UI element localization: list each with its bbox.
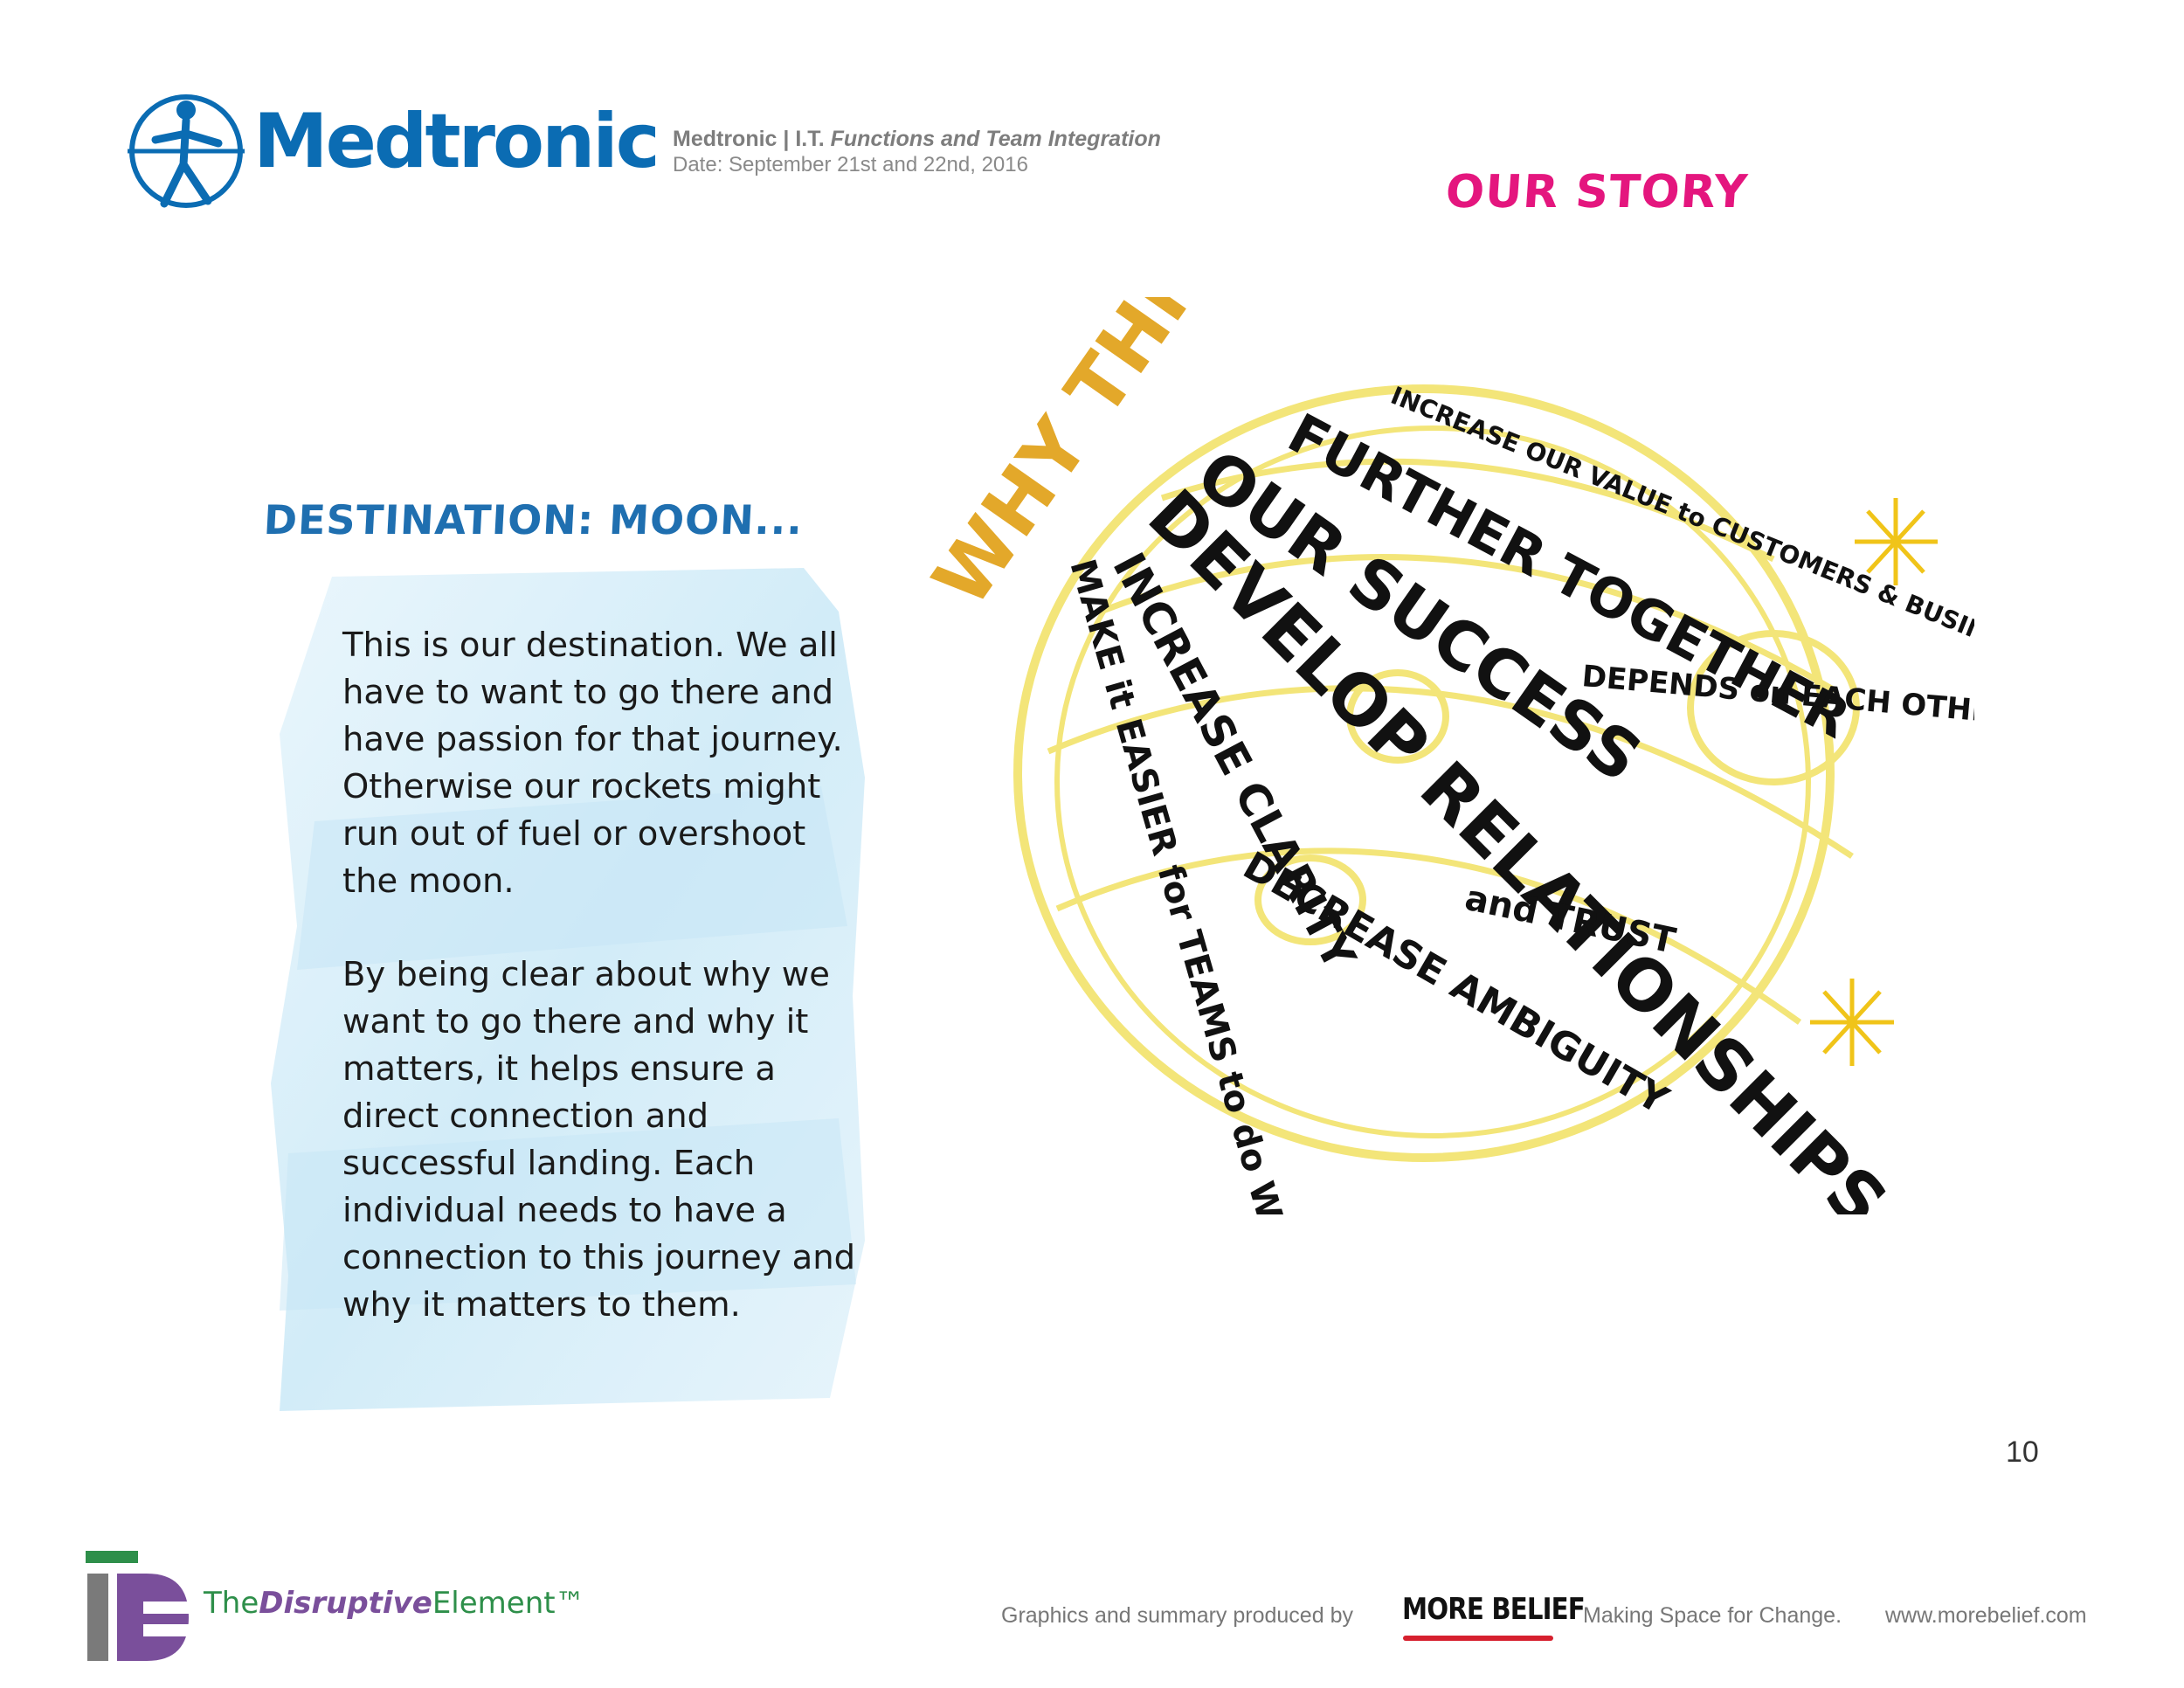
disruptive-element-logo [86, 1551, 192, 1661]
watercolor-background [271, 568, 865, 1411]
more-belief-logo: MORE BELIEF [1402, 1592, 1586, 1627]
disruptive-element-wordmark: TheDisruptiveElement™ [204, 1586, 585, 1621]
moon-sketch [1013, 384, 1860, 1162]
section-title: OUR STORY [1443, 166, 1750, 218]
document-date: Date: September 21st and 22nd, 2016 [673, 153, 1028, 176]
panel-heading: DESTINATION: MOON... [262, 496, 805, 543]
more-belief-underline [1403, 1636, 1553, 1641]
star-icon [1810, 498, 1938, 1066]
medtronic-wordmark: Medtronic [253, 98, 660, 185]
paragraph-connection: By being clear about why we want to go t… [342, 955, 856, 1325]
more-belief-tagline: Making Space for Change. [1583, 1603, 1842, 1628]
page-number: 10 [2006, 1435, 2039, 1469]
medtronic-logo-mark [128, 94, 245, 208]
panel-body: This is our destination. We all have to … [342, 622, 858, 1375]
paragraph-destination: This is our destination. We all have to … [342, 626, 843, 901]
why-this-matters-illustration: WHY THIS MATTERS! INCREASE OUR VALUE to … [916, 297, 1974, 1214]
produced-by-label: Graphics and summary produced by [1001, 1603, 1353, 1628]
document-title: Medtronic | I.T. Functions and Team Inte… [673, 127, 1161, 151]
more-belief-url[interactable]: www.morebelief.com [1885, 1603, 2087, 1628]
